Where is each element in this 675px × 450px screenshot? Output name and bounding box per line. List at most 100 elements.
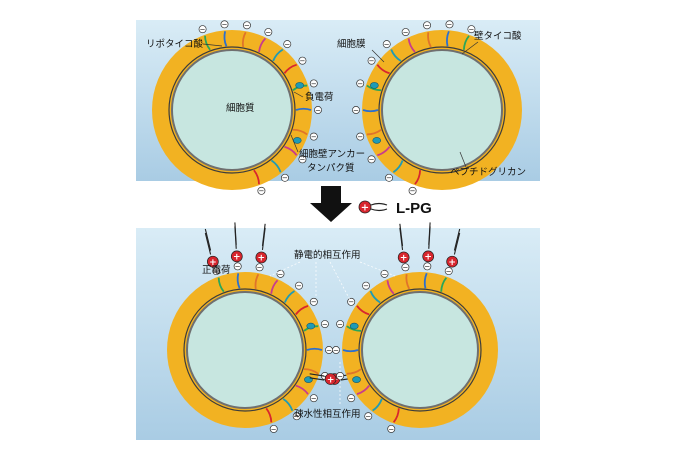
svg-text:−: − [424, 22, 430, 30]
svg-text:−: − [300, 57, 306, 65]
negative-charge-icon: − [367, 155, 376, 164]
svg-text:−: − [447, 21, 453, 29]
svg-text:−: − [446, 267, 452, 275]
teichoic-acid-chain [346, 325, 362, 332]
teichoic-acid-chain [427, 32, 432, 48]
teichoic-acid-chain [405, 274, 411, 290]
negative-charge-icon: − [401, 28, 410, 36]
negative-charge-leader [293, 91, 304, 98]
teichoic-acid-chain [462, 35, 470, 50]
negative-charge-icon: − [309, 79, 318, 88]
teichoic-acid-chain [440, 277, 448, 292]
teichoic-acid-chain [253, 169, 260, 185]
teichoic-acid-chain [295, 384, 309, 395]
teichoic-acid-chain [270, 159, 282, 173]
negative-charge-icon: − [423, 262, 432, 271]
top-cells: −−−−−−−−−−−−−−−−−−−−−−−− [152, 20, 522, 195]
svg-text:−: − [348, 298, 354, 306]
svg-text:+: + [424, 253, 432, 263]
electrostatic-interaction-label: 静電的相互作用 [294, 249, 361, 261]
negative-charge-icon: − [332, 346, 340, 354]
anchor-protein [306, 322, 316, 330]
top-panel: −−−−−−−−−−−−−−−−−−−−−−−− リポタイコ酸 壁タイコ酸 細胞… [136, 20, 540, 195]
svg-text:−: − [265, 28, 271, 36]
svg-text:−: − [271, 425, 277, 433]
bacterium: −−−−−−−−−−−− [352, 20, 522, 195]
reaction-step: + L-PG [310, 186, 432, 222]
svg-text:−: − [315, 106, 321, 114]
negative-charge-icon: − [347, 297, 356, 306]
negative-charge-icon: − [364, 412, 373, 421]
anchor-protein [372, 137, 382, 144]
positive-charge-lpg-icon: + [309, 373, 337, 385]
bottom-cells: −+−+−+−−−−−−+−−−−+−+−+−−−−−−+−−− [167, 222, 498, 433]
negative-charge-icon: − [292, 412, 301, 421]
teichoic-acid-chain [372, 398, 383, 412]
negative-charge-icon: − [309, 132, 318, 141]
teichoic-acid-chain [392, 408, 400, 423]
svg-text:−: − [322, 372, 328, 380]
svg-text:−: − [333, 346, 339, 354]
anchor-protein [304, 376, 313, 383]
svg-text:−: − [386, 174, 392, 182]
svg-text:−: − [213, 267, 219, 275]
teichoic-acid-chain [217, 277, 225, 293]
bacterium: −+−+−+−−−−−−+−−− [309, 222, 498, 433]
svg-text:−: − [282, 174, 288, 182]
svg-text:−: − [365, 413, 371, 421]
svg-text:−: − [403, 28, 409, 36]
anchor-protein [352, 376, 361, 383]
cytoplasm [186, 291, 304, 409]
svg-text:−: − [369, 57, 375, 65]
negative-charge-icon: − [444, 267, 453, 275]
teichoic-acid-chain [272, 48, 284, 62]
negative-charge-icon: − [336, 320, 345, 328]
svg-text:−: − [311, 395, 317, 403]
teichoic-acid-chain [446, 30, 450, 47]
svg-text:−: − [235, 263, 241, 271]
teichoic-acid-chain [342, 349, 359, 353]
cytoplasm [381, 49, 503, 171]
cell-membrane [378, 46, 506, 174]
negative-charge-icon: − [298, 56, 307, 65]
negative-charge-icon: − [309, 297, 318, 306]
positive-charge-label: 正電荷 [202, 265, 231, 276]
negative-charge-icon: − [445, 20, 454, 29]
positive-charge-lpg-icon: + [230, 222, 243, 263]
negative-charge-icon: − [255, 263, 264, 272]
svg-text:−: − [326, 346, 332, 354]
svg-text:−: − [357, 133, 363, 141]
positive-charge-lpg-icon: + [255, 223, 268, 264]
anchor-protein [349, 322, 359, 330]
positive-charge-lpg-icon: + [446, 228, 461, 268]
svg-text:+: + [400, 254, 408, 264]
cell-membrane-leader [371, 49, 385, 63]
negative-charge-icon: − [257, 186, 266, 195]
svg-text:−: − [278, 270, 284, 278]
negative-charge-icon: − [367, 56, 376, 65]
svg-text:−: − [337, 320, 343, 328]
svg-text:−: − [311, 80, 317, 88]
teichoic-acid-chain [241, 31, 247, 48]
negative-charge-icon: − [385, 173, 394, 182]
teichoic-acid-chain [369, 290, 381, 304]
teichoic-acid-chain [377, 146, 391, 157]
positive-charge-lpg-icon: + [397, 223, 410, 264]
negative-charge-icon: − [242, 21, 251, 30]
teichoic-acid-chain [204, 35, 211, 51]
bacterium: −−−−−−−−−−−− [152, 20, 322, 195]
teichoic-acid-chain [254, 273, 260, 290]
anchor-protein-label-line1: 細胞壁アンカー [299, 148, 365, 160]
teichoic-acid-leader [461, 41, 479, 55]
negative-charge-icon: − [423, 21, 432, 30]
negative-charge-icon: − [356, 132, 365, 141]
svg-text:−: − [258, 187, 264, 195]
svg-text:−: − [388, 425, 394, 433]
negative-charge-icon: − [387, 424, 396, 433]
negative-charge-icon: − [280, 173, 289, 182]
svg-text:−: − [348, 395, 354, 403]
negative-charge-icon: − [362, 281, 370, 290]
svg-text:−: − [284, 41, 290, 49]
teichoic-acid-chain [283, 63, 297, 74]
